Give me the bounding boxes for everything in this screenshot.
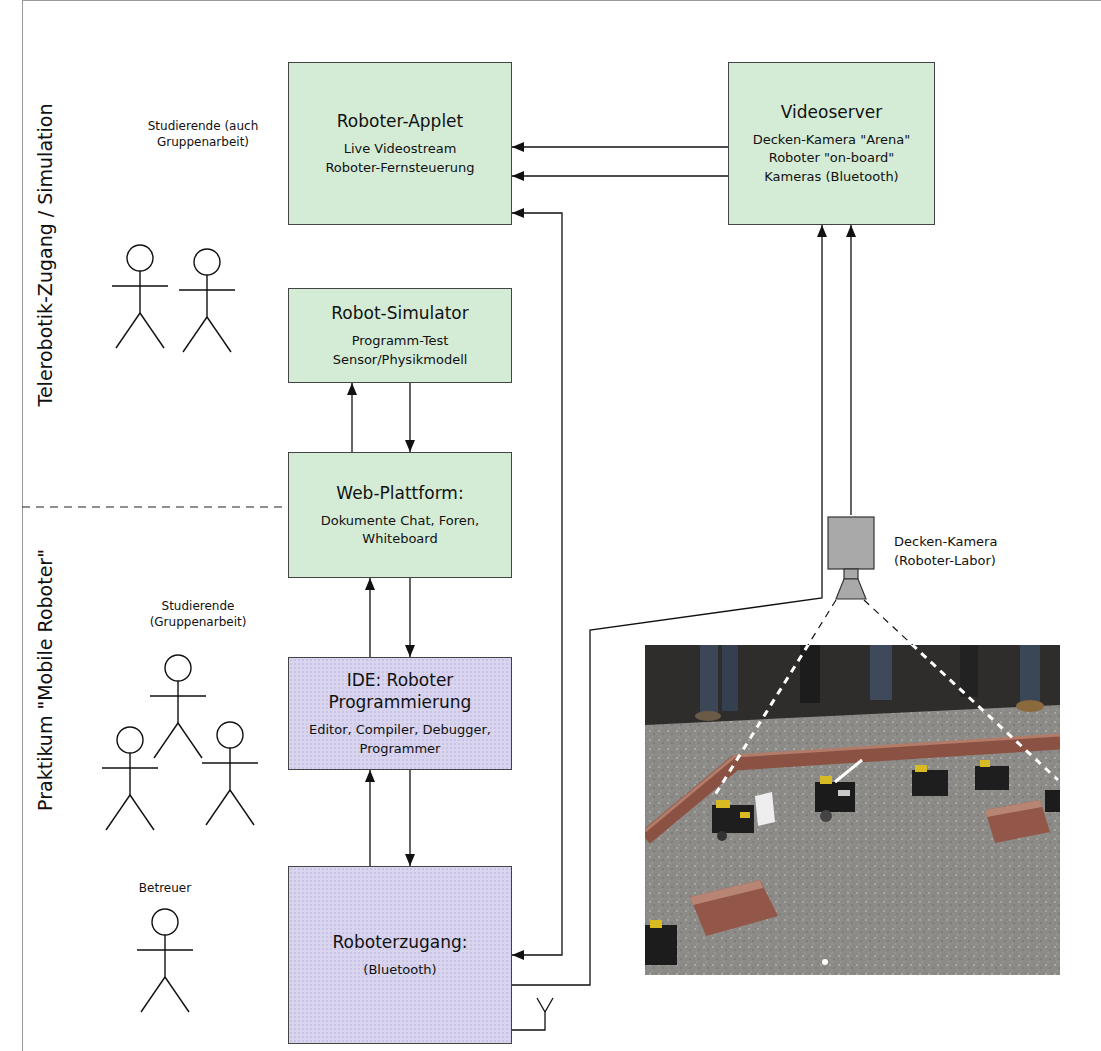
camera-view-lines	[715, 600, 1058, 795]
connector	[369, 578, 370, 657]
box-body: (Bluetooth)	[310, 961, 490, 979]
section-label: Telerobotik-Zugang / Simulation	[33, 75, 57, 435]
process-box: Web-Plattform: Dokumente Chat, Foren, Whi…	[288, 452, 512, 578]
stick-figures	[102, 245, 258, 1012]
process-box: VideoserverDecken-Kamera "Arena" Roboter…	[728, 62, 935, 225]
box-body: Dokumente Chat, Foren, Whiteboard	[308, 512, 493, 548]
process-box: Roboterzugang: (Bluetooth)	[288, 866, 512, 1044]
role-label: Studierende (auch Gruppenarbeit)	[128, 118, 278, 150]
box-heading: Videoserver	[781, 101, 882, 123]
box-heading: IDE: Roboter Programmierung	[297, 669, 503, 713]
box-heading: Roboterzugang:	[333, 931, 468, 953]
connector	[512, 146, 728, 147]
box-heading: Roboter-Applet	[337, 110, 464, 132]
divider-line	[22, 506, 288, 507]
box-heading: Robot-Simulator	[331, 302, 469, 324]
antenna-symbol	[512, 998, 553, 1030]
box-body: Live Videostream Roboter-Fernsteuerung	[325, 140, 475, 176]
connector	[409, 383, 410, 452]
connector	[409, 578, 410, 657]
connector	[369, 770, 370, 866]
connector	[512, 213, 562, 955]
box-body: Programm-Test Sensor/Physikmodell	[315, 332, 485, 368]
frame-line	[22, 0, 1101, 1]
camera-label: Decken-Kamera (Roboter-Labor)	[894, 533, 1049, 571]
section-label: Praktikum "Mobile Roboter"	[33, 530, 57, 830]
camera-icon	[826, 515, 876, 603]
camera-node: Decken-Kamera (Roboter-Labor)	[826, 515, 1052, 605]
role-label: Betreuer	[125, 880, 205, 896]
connector	[409, 770, 410, 866]
box-heading: Web-Plattform:	[336, 482, 463, 504]
lab-photo	[645, 645, 1060, 975]
process-box: Roboter-AppletLive Videostream Roboter-F…	[288, 62, 512, 225]
box-body: Editor, Compiler, Debugger, Programmer	[305, 721, 495, 757]
frame-line	[22, 0, 23, 1051]
box-body: Decken-Kamera "Arena" Roboter "on-board"…	[742, 131, 922, 186]
connector	[850, 225, 851, 515]
connector	[351, 383, 352, 452]
connector	[512, 175, 728, 176]
connector	[512, 225, 822, 985]
process-box: Robot-SimulatorProgramm-Test Sensor/Phys…	[288, 288, 512, 383]
process-box: IDE: Roboter ProgrammierungEditor, Compi…	[288, 657, 512, 770]
role-label: Studierende (Gruppenarbeit)	[138, 598, 258, 630]
